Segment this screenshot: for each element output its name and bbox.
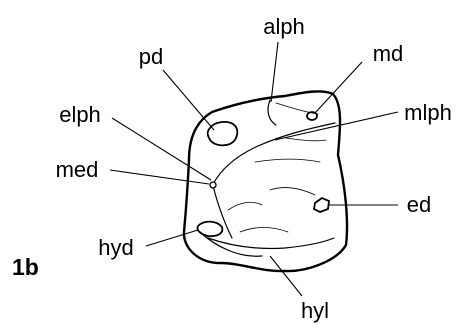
med-point xyxy=(210,182,216,188)
enamel-line xyxy=(286,138,326,141)
metaloph-ridge xyxy=(213,123,335,184)
hyd-pit xyxy=(197,222,222,237)
label-mlph: mlph xyxy=(404,100,452,125)
med-leader xyxy=(110,170,209,184)
label-md: md xyxy=(373,41,404,66)
mlph-leader xyxy=(275,112,398,140)
label-elph: elph xyxy=(59,102,101,127)
enamel-line xyxy=(240,228,288,233)
label-hyd: hyd xyxy=(98,235,133,260)
label-ed: ed xyxy=(407,192,431,217)
ed-pit xyxy=(314,198,329,212)
label-hyl: hyl xyxy=(301,298,329,323)
label-pd: pd xyxy=(139,44,163,69)
crown-outline xyxy=(184,91,347,271)
enamel-line xyxy=(255,159,320,162)
figure-label: 1b xyxy=(12,254,39,280)
hyd-leader xyxy=(146,230,198,246)
enamel-line xyxy=(228,202,262,210)
hyl-leader xyxy=(270,256,302,296)
label-alph: alph xyxy=(263,14,305,39)
pd-leader xyxy=(163,70,214,130)
hypoloph-ridge xyxy=(208,238,334,248)
alph-leader xyxy=(271,42,278,102)
pd-pit xyxy=(208,122,238,145)
anteroloph-ridge xyxy=(268,100,276,125)
label-med: med xyxy=(56,157,99,182)
enamel-line xyxy=(270,188,315,195)
